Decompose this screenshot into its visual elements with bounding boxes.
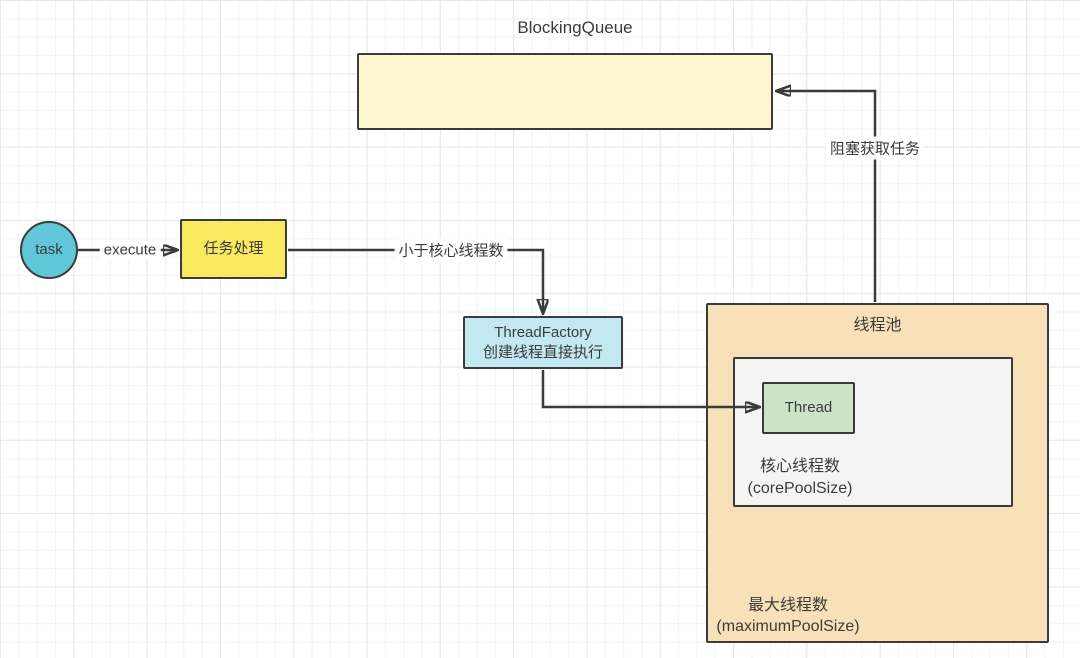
thread-factory-line1: ThreadFactory [494, 323, 592, 341]
thread-pool-title: 线程池 [853, 317, 902, 334]
core-pool-size-line1: 核心线程数 [759, 458, 840, 475]
task-process-box: 任务处理 [180, 219, 287, 279]
execute-edge-label: execute [99, 240, 161, 260]
maximum-pool-size-line1: 最大线程数 [747, 597, 829, 614]
maximum-pool-size-label: 最大线程数 (maximumPoolSize) [716, 595, 859, 637]
task-process-label: 任务处理 [203, 240, 264, 257]
blocking-queue-title: BlockingQueue [517, 18, 633, 37]
core-pool-size-label: 核心线程数 (corePoolSize) [748, 456, 853, 500]
thread-factory-line2: 创建线程直接执行 [482, 343, 603, 361]
edge-blocking-fetch [776, 91, 877, 302]
core-pool-size-line2: (corePoolSize) [747, 480, 853, 497]
task-node: task [20, 221, 78, 279]
thread-factory-box: ThreadFactory 创建线程直接执行 [463, 316, 623, 369]
blocking-fetch-edge-label: 阻塞获取任务 [825, 136, 925, 160]
task-node-label: task [35, 241, 63, 258]
thread-box: Thread [762, 382, 855, 434]
blocking-queue-box [357, 53, 773, 130]
thread-factory-label: ThreadFactory 创建线程直接执行 [483, 323, 603, 363]
maximum-pool-size-line2: (maximumPoolSize) [716, 618, 860, 635]
less-than-core-edge-label: 小于核心线程数 [394, 238, 508, 262]
thread-box-label: Thread [784, 399, 833, 416]
